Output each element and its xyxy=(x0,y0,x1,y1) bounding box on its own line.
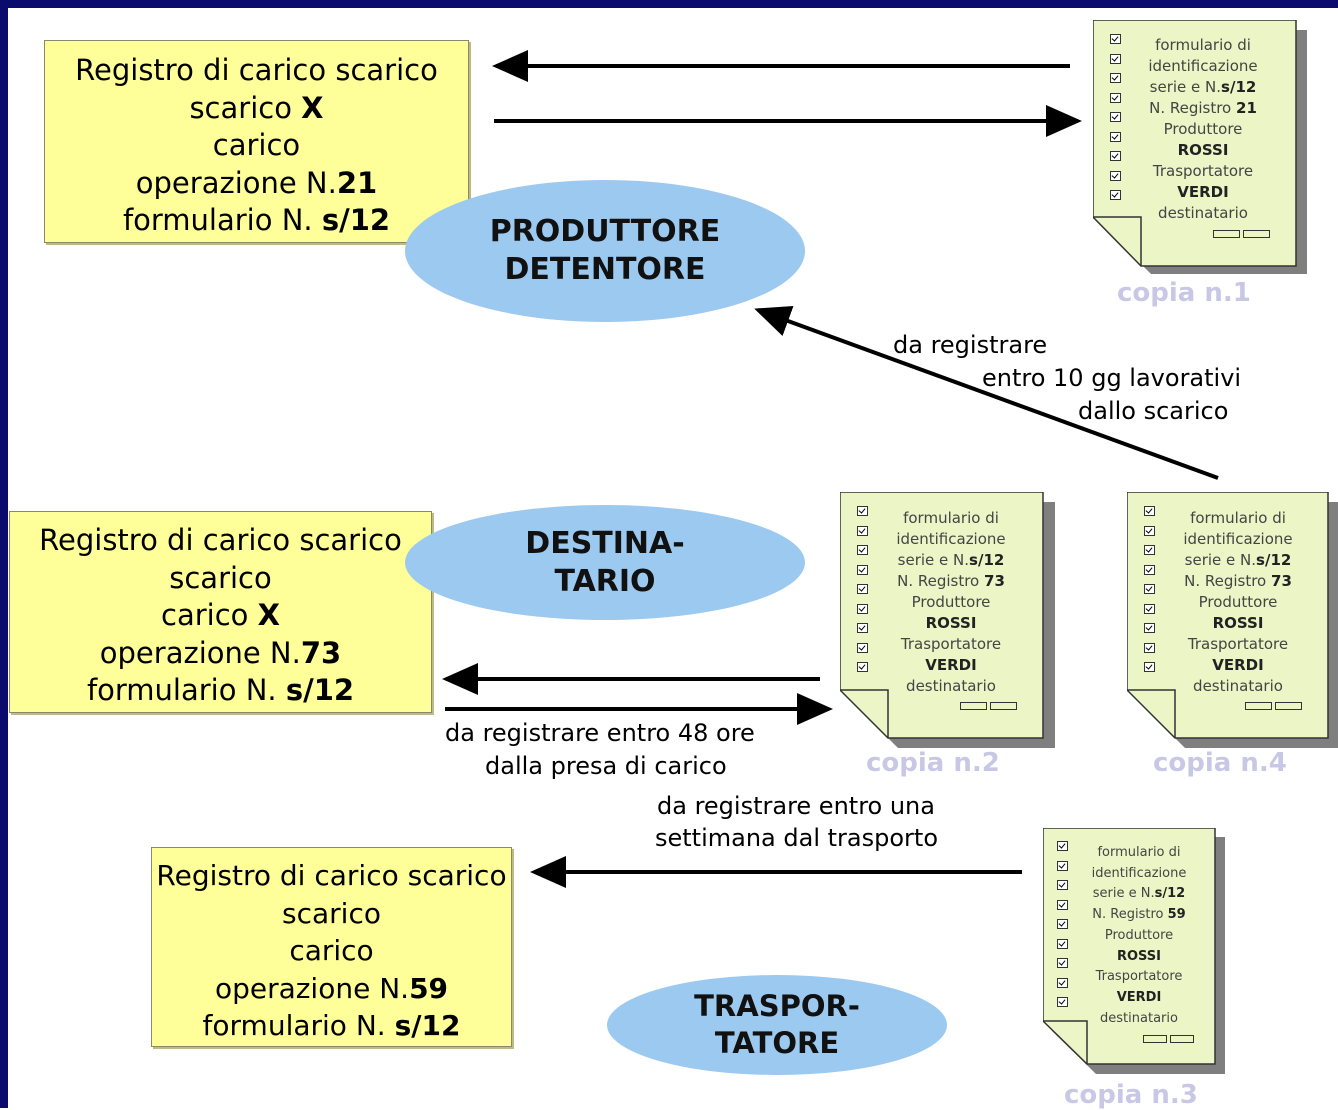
destinatario-note-line-1: da registrare entro 48 ore xyxy=(445,719,755,747)
register-operazione: operazione N.59 xyxy=(214,971,449,1005)
register-scarico: scarico xyxy=(282,896,381,930)
register-carico: carico xyxy=(289,934,374,967)
register-carico: carico xyxy=(212,128,301,162)
register-operazione: operazione N.73 xyxy=(99,635,342,670)
copia-label-4: copia n.4 xyxy=(1153,748,1287,778)
return-note-line-1: da registrare xyxy=(893,331,1048,359)
register-title: Registro di carico scarico xyxy=(156,859,507,892)
slide-frame-left xyxy=(0,0,8,1108)
register-formulario: formulario N. s/12 xyxy=(86,673,355,707)
return-note-line-3: dallo scarico xyxy=(1078,397,1229,425)
register-trasportatore: Registro di carico scarico scarico caric… xyxy=(151,847,512,1047)
register-title: Registro di carico scarico xyxy=(75,53,438,87)
slide-frame-top xyxy=(0,0,1338,8)
actor-destinatario: DESTINA- TARIO xyxy=(405,505,805,620)
formulario-copia-3: formulario di identificazione serie e N.… xyxy=(1043,828,1226,1075)
register-destinatario: Registro di carico scarico scarico caric… xyxy=(9,511,432,713)
formulario-copia-4: formulario di identificazione serie e N.… xyxy=(1127,492,1338,749)
register-scarico: scarico X xyxy=(189,90,324,125)
copia-label-1: copia n.1 xyxy=(1117,278,1251,308)
arrow-copia4-return-to-produttore xyxy=(754,305,1219,480)
register-scarico: scarico xyxy=(169,560,272,595)
register-formulario: formulario N. s/12 xyxy=(202,1009,461,1042)
register-operazione: operazione N.21 xyxy=(135,165,378,200)
trasportatore-note-line-2: settimana dal trasporto xyxy=(655,824,938,852)
register-produttore: Registro di carico scarico scarico X car… xyxy=(44,40,469,243)
formulario-copia-2: formulario di identificazione serie e N.… xyxy=(840,492,1056,749)
copia-label-2: copia n.2 xyxy=(866,748,1000,778)
actor-trasportatore: TRASPOR- TATORE xyxy=(607,975,947,1075)
formulario-copia-1: formulario di identificazione serie e N.… xyxy=(1093,20,1308,275)
register-title: Registro di carico scarico xyxy=(39,523,402,557)
destinatario-note-line-2: dalla presa di carico xyxy=(485,752,727,780)
actor-produttore-detentore: PRODUTTORE DETENTORE xyxy=(405,180,805,322)
register-carico: carico X xyxy=(161,598,280,632)
copia-label-3: copia n.3 xyxy=(1064,1080,1198,1110)
return-note-line-2: entro 10 gg lavorativi xyxy=(982,364,1242,392)
trasportatore-note-line-1: da registrare entro una xyxy=(657,792,935,820)
register-formulario: formulario N. s/12 xyxy=(122,203,391,237)
